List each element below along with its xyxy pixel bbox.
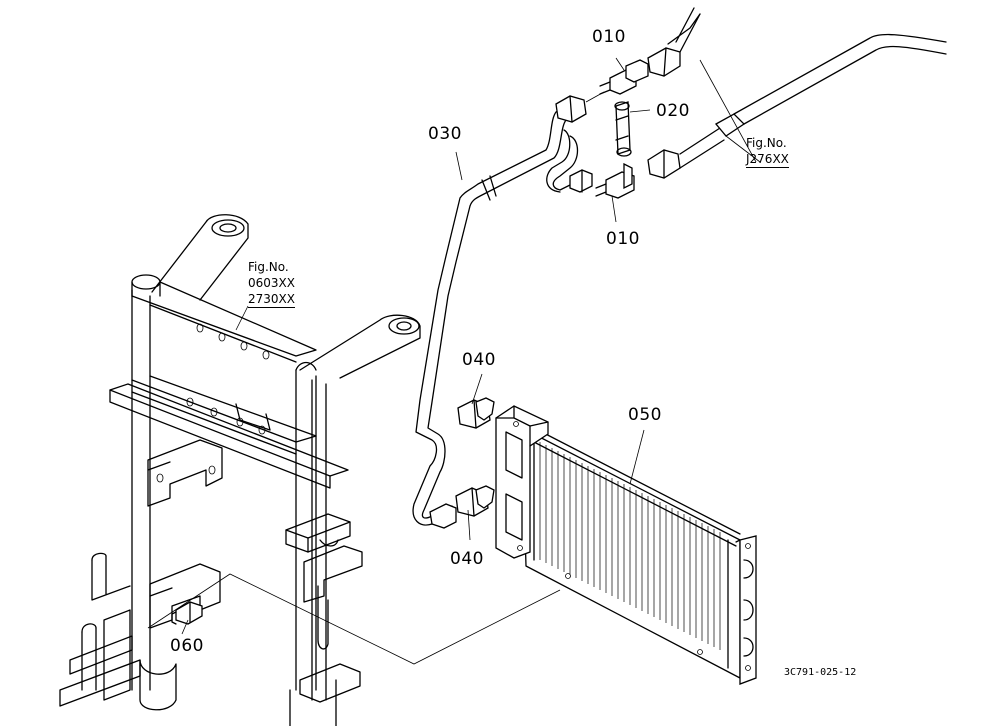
oil-cooler-050	[495, 405, 757, 685]
fittings-010-020	[585, 7, 947, 223]
part-label-060: 060	[170, 636, 204, 656]
part-label-010-top: 010	[592, 27, 626, 47]
figure-ref-right-title: Fig.No.	[746, 136, 787, 150]
frame-assembly	[59, 214, 561, 726]
part-label-050: 050	[628, 405, 662, 425]
figure-ref-left-number-1: 0603XX	[248, 276, 295, 290]
figure-ref-left-number-2: 2730XX	[248, 292, 295, 308]
part-label-030: 030	[428, 124, 462, 144]
figure-ref-right: Fig.No. J276XX	[746, 135, 789, 168]
figure-ref-left-title: Fig.No.	[248, 260, 289, 274]
part-label-040-bottom: 040	[450, 549, 484, 569]
figure-ref-left: Fig.No. 0603XX 2730XX	[248, 259, 295, 308]
part-label-010-bottom: 010	[606, 229, 640, 249]
drawing-code: 3C791-025-12	[784, 667, 857, 678]
part-label-020: 020	[656, 101, 690, 121]
figure-ref-right-number: J276XX	[746, 152, 789, 168]
part-label-040-top: 040	[462, 350, 496, 370]
hose-030	[412, 95, 593, 541]
